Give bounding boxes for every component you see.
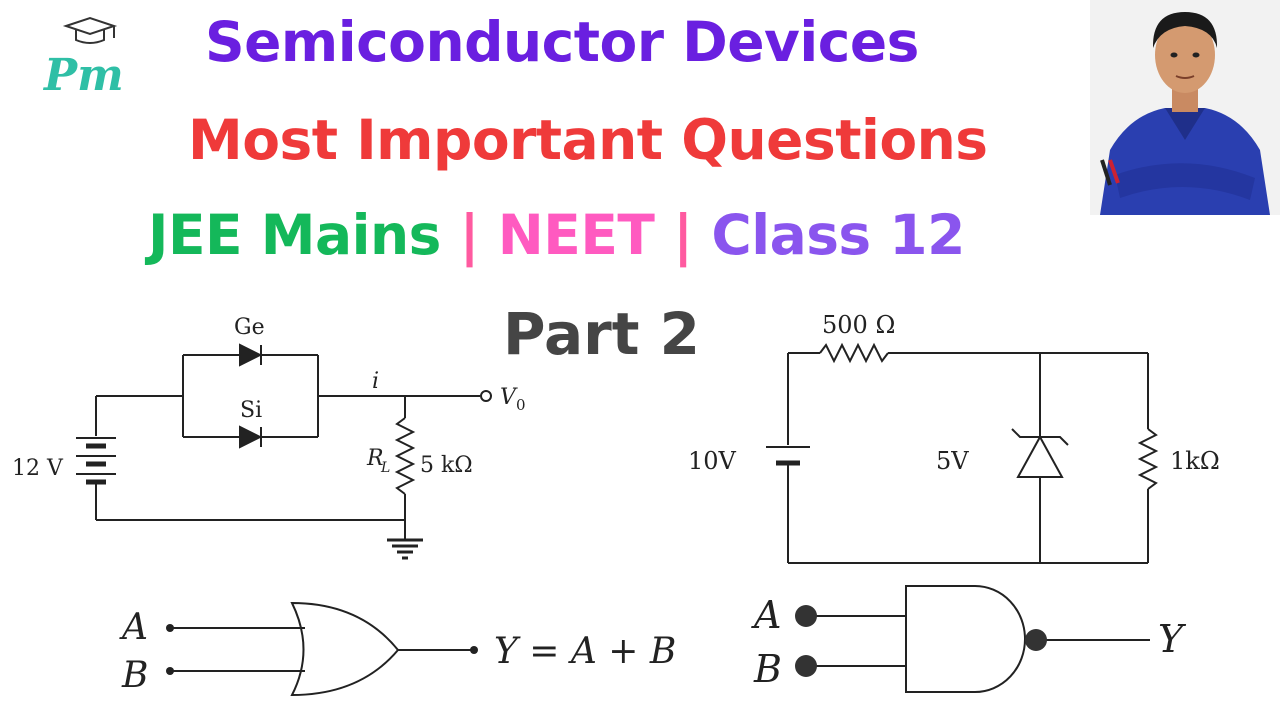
label-output-sub: 0	[516, 396, 526, 414]
label-resistor-sub: L	[380, 460, 390, 476]
label-resistor-value: 5 kΩ	[420, 453, 473, 478]
label-zener: 5V	[936, 447, 969, 475]
brand-logo: Pm	[38, 14, 138, 110]
ge-diode-icon	[239, 343, 263, 367]
exam-class: Class 12	[711, 203, 965, 267]
label-output: V	[500, 385, 518, 410]
gate-terminals	[166, 624, 478, 675]
part-label: Part 2	[503, 300, 700, 368]
exam-neet: NEET	[497, 203, 655, 267]
presenter-avatar	[1090, 0, 1280, 215]
graduation-cap-icon	[62, 16, 118, 44]
nand-output: Y	[1158, 617, 1187, 661]
diode-circuit-diagram: Ge Si i 12 V V 0 R L 5 kΩ	[12, 315, 526, 560]
label-source: 10V	[688, 447, 737, 475]
label-battery: 12 V	[12, 456, 64, 481]
label-ge: Ge	[234, 315, 265, 340]
exam-line: JEE Mains | NEET | Class 12	[148, 203, 965, 267]
label-si: Si	[240, 398, 262, 423]
zener-diode-icon	[1011, 428, 1069, 478]
separator: |	[459, 203, 480, 267]
separator: |	[673, 203, 693, 267]
gate-terminals	[795, 605, 1047, 677]
zener-circuit-diagram: 500 Ω 10V 5V 1kΩ	[688, 311, 1220, 564]
page-subtitle: Most Important Questions	[188, 108, 988, 172]
si-diode-icon	[239, 425, 263, 449]
or-input-b: B	[121, 655, 148, 696]
or-output-expression: Y = A + B	[494, 631, 676, 672]
label-series-resistor: 500 Ω	[822, 311, 895, 339]
exam-jee: JEE Mains	[148, 203, 441, 267]
label-load: 1kΩ	[1170, 447, 1220, 475]
source-battery-icon	[766, 446, 810, 466]
logo-text: Pm	[44, 50, 124, 101]
or-gate-diagram: A B Y = A + B	[119, 601, 676, 697]
nand-input-b: B	[753, 647, 782, 691]
nand-gate-diagram: A B Y	[751, 585, 1187, 693]
page-title: Semiconductor Devices	[205, 10, 919, 74]
battery-icon	[76, 437, 116, 485]
or-input-a: A	[119, 607, 148, 648]
label-resistor: R	[366, 446, 384, 471]
nand-input-a: A	[751, 593, 781, 637]
label-current: i	[372, 369, 379, 394]
ground-icon	[387, 538, 423, 560]
